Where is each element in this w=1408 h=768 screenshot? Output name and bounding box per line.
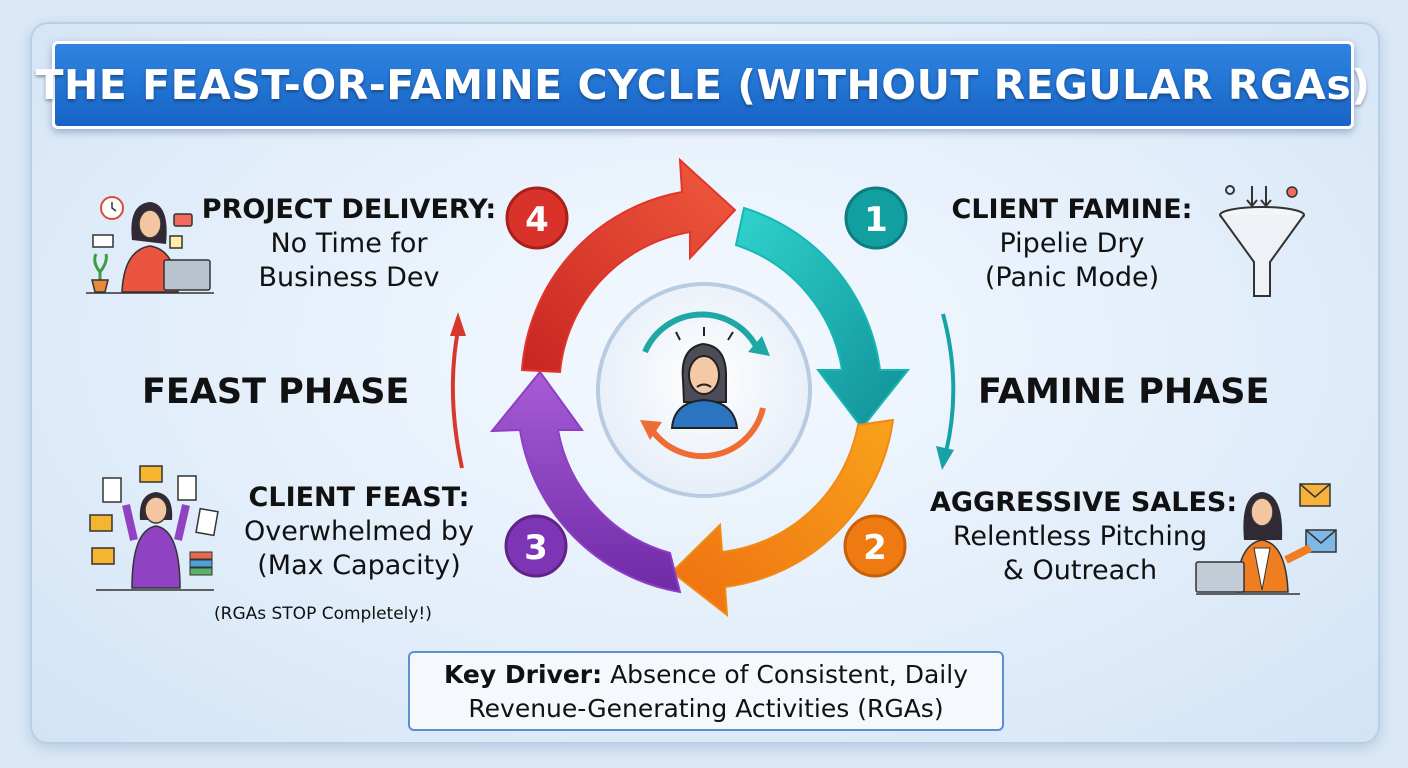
stage-3-line-1: Overwhelmed by <box>243 516 474 547</box>
key-driver-text-1: Absence of Consistent, Daily <box>610 660 968 689</box>
stage-2-line-2: & Outreach <box>1002 555 1158 586</box>
funnel-icon <box>1219 185 1305 297</box>
title-banner: THE FEAST-OR-FAMINE CYCLE (WITHOUT REGUL… <box>36 41 1370 129</box>
badge-1: 1 <box>844 186 908 250</box>
badge-3: 3 <box>504 514 568 578</box>
badge-4: 4 <box>505 186 569 250</box>
stage-3-heading: CLIENT FEAST: <box>248 482 470 513</box>
svg-text:1: 1 <box>864 200 888 240</box>
famine-phase-arrowhead <box>936 446 954 470</box>
page-title: THE FEAST-OR-FAMINE CYCLE (WITHOUT REGUL… <box>35 61 1371 109</box>
famine-phase-arrow <box>941 313 956 453</box>
stage-3-line-2: (Max Capacity) <box>257 550 461 581</box>
key-driver-box: Key Driver: Absence of Consistent, Daily… <box>408 651 1004 731</box>
stage-2-text: AGGRESSIVE SALES: Relentless Pitching & … <box>930 486 1238 588</box>
stage-1-heading: CLIENT FAMINE: <box>951 194 1193 225</box>
stage-1-text: CLIENT FAMINE: Pipelie Dry (Panic Mode) <box>932 193 1212 295</box>
email-outreach-person-icon <box>1195 483 1337 595</box>
stage-2-heading: AGGRESSIVE SALES: <box>930 487 1238 518</box>
cycle-arrow-4 <box>520 157 737 374</box>
overwhelmed-person-icon <box>89 465 219 591</box>
stage-4-heading: PROJECT DELIVERY: <box>201 194 497 225</box>
stage-4-text: PROJECT DELIVERY: No Time for Business D… <box>196 193 502 295</box>
svg-text:3: 3 <box>524 528 548 568</box>
key-driver-text-2: Revenue-Generating Activities (RGAs) <box>468 694 944 723</box>
famine-phase-label: FAMINE PHASE <box>978 372 1270 412</box>
stage-4-line-1: No Time for <box>270 228 428 259</box>
stage-4-line-2: Business Dev <box>258 262 440 293</box>
badge-2: 2 <box>843 514 907 578</box>
stage-1-line-1: Pipelie Dry <box>999 228 1145 259</box>
feast-phase-label: FEAST PHASE <box>142 372 410 412</box>
working-at-laptop-icon <box>86 196 214 294</box>
stage-1-line-2: (Panic Mode) <box>984 262 1160 293</box>
stage-3-text: CLIENT FEAST: Overwhelmed by (Max Capaci… <box>228 481 490 583</box>
cycle-arrow-2 <box>670 418 895 618</box>
svg-text:4: 4 <box>525 200 549 240</box>
key-driver-label: Key Driver: <box>444 660 603 689</box>
feast-phase-arrowhead <box>450 312 466 336</box>
cycle-arrow-1 <box>734 206 911 430</box>
svg-text:2: 2 <box>863 528 887 568</box>
feast-phase-arrow <box>450 329 464 469</box>
cycle-arrow-3 <box>489 370 682 594</box>
stage-2-line-1: Relentless Pitching <box>952 521 1208 552</box>
stressed-person-cycle-icon <box>640 311 770 460</box>
feast-note: (RGAs STOP Completely!) <box>214 604 432 624</box>
